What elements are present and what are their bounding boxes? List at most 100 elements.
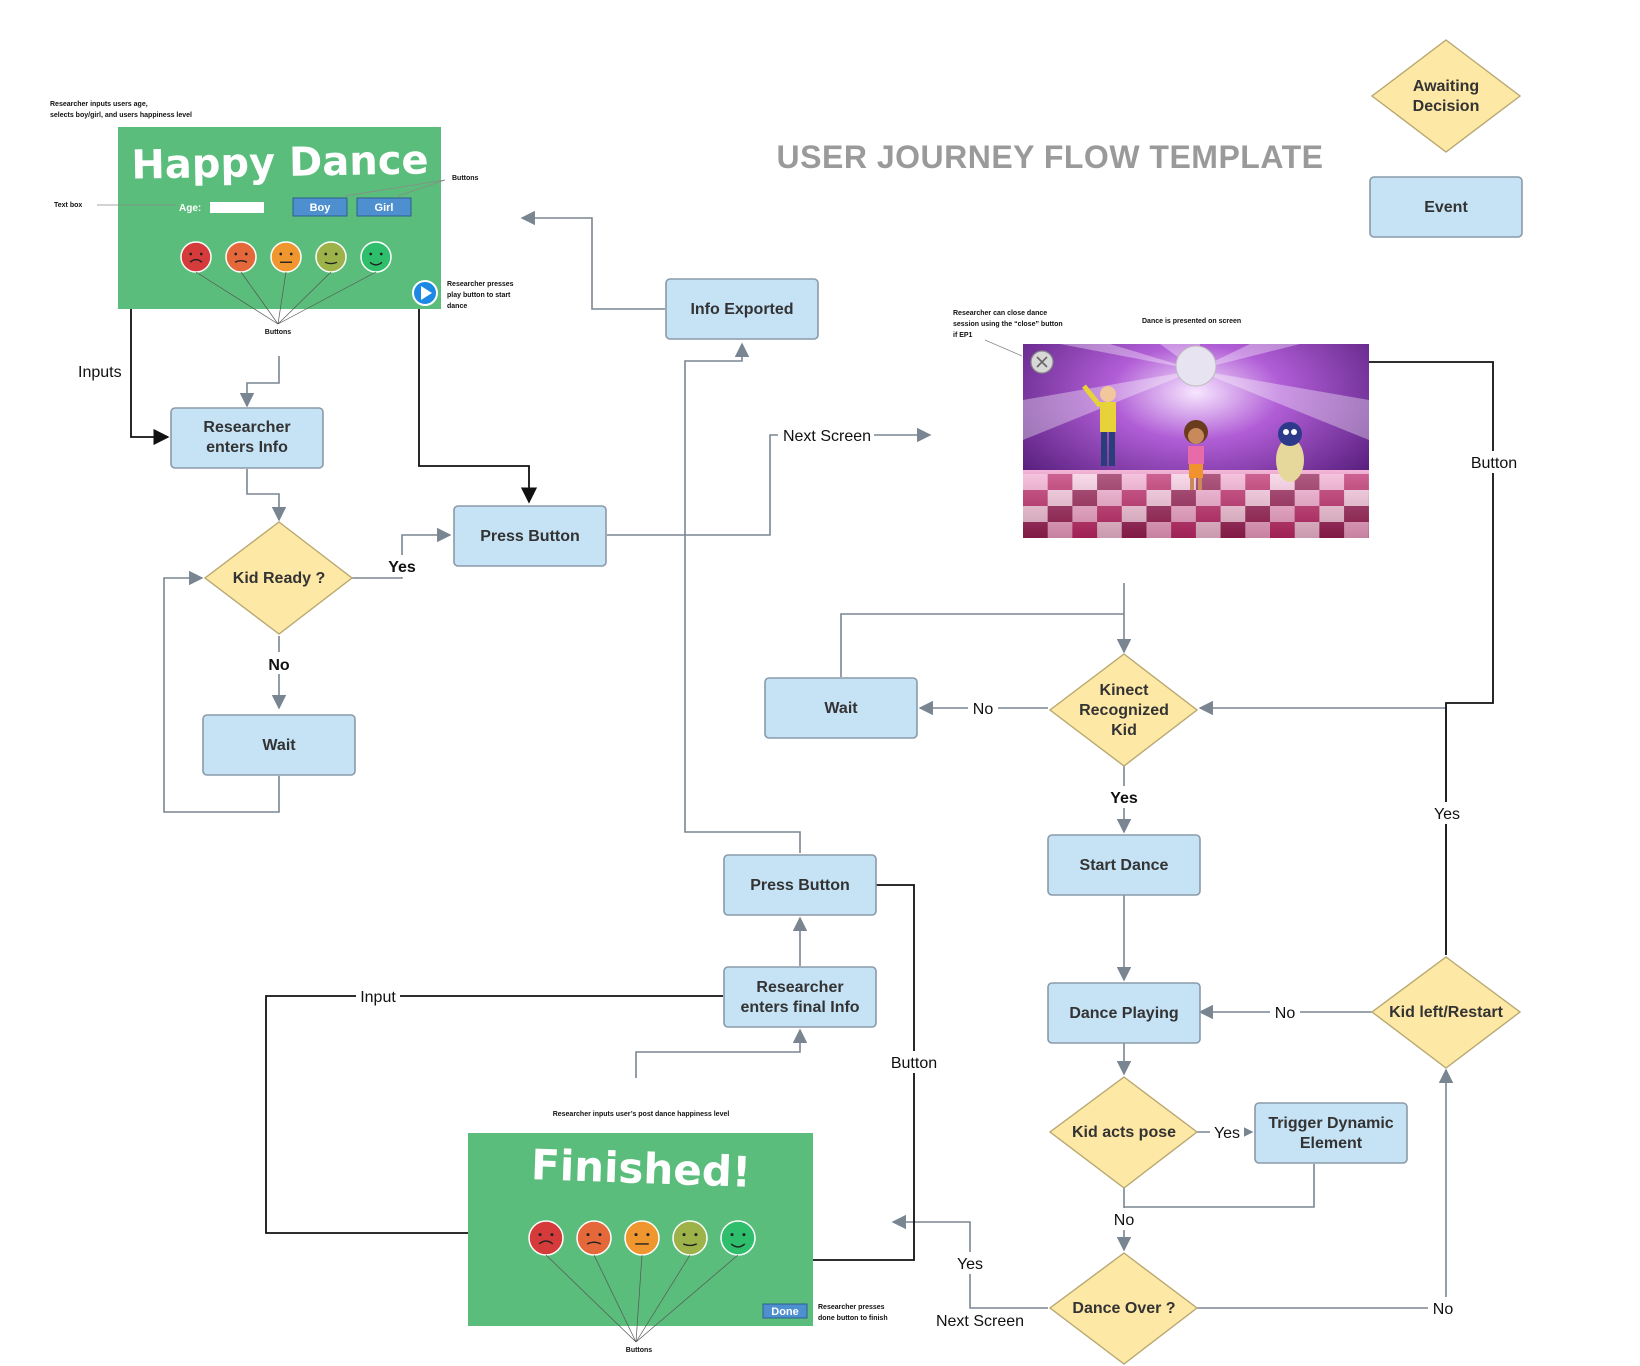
girl-button[interactable]: [356, 197, 412, 217]
age-input[interactable]: [210, 202, 264, 213]
node-info-exported: [665, 278, 819, 340]
node-wait-left-label: Wait: [262, 737, 296, 754]
face-sad-button[interactable]: [576, 1220, 612, 1256]
node-wait-left: [202, 714, 356, 776]
start-note-line1: Researcher inputs users age,: [50, 101, 148, 108]
node-kid-ready: [203, 521, 354, 635]
text-box-note: Text box: [54, 202, 82, 209]
label-next-screen-bottom: Next Screen: [936, 1313, 1024, 1330]
face-pointer-lines-start: [195, 271, 377, 325]
node-kid-ready-label: Kid Ready ?: [233, 570, 325, 587]
label-input-bottom: Input: [360, 989, 396, 1006]
edge-press-to-exported: [684, 342, 801, 853]
dance-note: Dance is presented on screen: [1142, 318, 1241, 325]
label-yes-over: Yes: [957, 1256, 983, 1273]
label-no-over: No: [1433, 1301, 1454, 1318]
label-yes-ready: Yes: [388, 559, 416, 576]
play-note-line2: play button to start: [447, 292, 511, 299]
node-start-dance-label: Start Dance: [1080, 857, 1169, 874]
node-wait-right-label: Wait: [824, 700, 858, 717]
disco-ball: [1175, 345, 1217, 387]
node-researcher-enters-info: [170, 407, 324, 469]
buttons-note-top: Buttons: [452, 175, 479, 182]
edge-screen-to-researcher: [239, 356, 280, 408]
boy-button[interactable]: [292, 197, 348, 217]
buttons-note-faces: Buttons: [265, 329, 292, 336]
face-happy-button[interactable]: [315, 241, 347, 273]
dancer-left: [1082, 384, 1116, 466]
face-happy-button[interactable]: [672, 1220, 708, 1256]
edge-labels: Inputs Yes No Next Screen No Yes Button …: [78, 364, 1522, 1330]
label-yes-kinect: Yes: [1110, 790, 1138, 807]
done-button[interactable]: [762, 1303, 808, 1319]
start-note-line2: selects boy/girl, and users happiness le…: [50, 112, 192, 119]
face-neutral-button[interactable]: [270, 241, 302, 273]
label-no-restart: No: [1275, 1005, 1296, 1022]
face-very-sad-button[interactable]: [528, 1220, 564, 1256]
label-button-bottom: Button: [891, 1055, 937, 1072]
face-neutral-button[interactable]: [624, 1220, 660, 1256]
edge-wait-right-loop: [840, 613, 1124, 677]
node-press-button-top-label: Press Button: [480, 528, 580, 545]
face-sad-button[interactable]: [225, 241, 257, 273]
node-researcher-final-info: [723, 966, 877, 1028]
node-press-button-bottom: [723, 854, 877, 916]
node-press-button-top: [453, 505, 607, 567]
done-note-line1: Researcher presses: [818, 1304, 885, 1311]
node-dance-over: [1048, 1252, 1199, 1365]
legend-event-label: Event: [1424, 199, 1468, 216]
dancer-center: [1184, 420, 1208, 490]
node-kid-left-restart-label: Kid left/Restart: [1389, 1004, 1503, 1021]
node-kid-acts-pose-label: Kid acts pose: [1072, 1124, 1176, 1141]
close-icon: [1036, 356, 1048, 368]
floor-tiles: [1023, 474, 1369, 538]
label-no-pose: No: [1114, 1212, 1135, 1229]
girl-button-label: Girl: [375, 202, 394, 214]
node-dance-playing: [1047, 982, 1201, 1044]
node-dance-over-label: Dance Over ?: [1072, 1300, 1175, 1317]
label-yes-pose: Yes: [1214, 1125, 1240, 1142]
face-very-happy-button[interactable]: [720, 1220, 756, 1256]
label-inputs: Inputs: [78, 364, 122, 381]
node-trigger-dynamic: [1254, 1102, 1408, 1164]
finish-note: Researcher inputs user’s post dance happ…: [553, 1111, 730, 1118]
start-screen: Researcher inputs users age, selects boy…: [50, 101, 514, 336]
label-next-screen-top: Next Screen: [783, 428, 871, 445]
play-icon: [421, 286, 432, 300]
age-label: Age:: [179, 203, 201, 214]
legend-decision-shape: [1370, 39, 1522, 153]
edge-finish-to-final: [635, 1028, 808, 1078]
node-start-dance: [1047, 834, 1201, 896]
face-very-sad-button[interactable]: [180, 241, 212, 273]
node-dance-playing-label: Dance Playing: [1069, 1005, 1178, 1022]
label-button-right: Button: [1471, 455, 1517, 472]
start-screen-title: Happy Dance: [131, 137, 429, 188]
label-no-kinect: No: [973, 701, 994, 718]
happiness-faces-finish: [528, 1220, 756, 1256]
edge-info-exported: [520, 210, 665, 310]
close-note-line2: session using the “close” button: [953, 321, 1063, 328]
done-note-line2: done button to finish: [818, 1315, 888, 1322]
finish-screen: Researcher inputs user’s post dance happ…: [468, 1111, 888, 1354]
dance-screen: Researcher can close dance session using…: [953, 310, 1369, 538]
face-pointer-lines-finish: [545, 1254, 739, 1343]
label-no-ready: No: [268, 657, 290, 674]
face-very-happy-button[interactable]: [360, 241, 392, 273]
done-button-label: Done: [771, 1306, 799, 1318]
diagram-title: USER JOURNEY FLOW TEMPLATE: [777, 139, 1324, 175]
edge-trigger-back: [1124, 1164, 1315, 1208]
close-note-line3: if EP1: [953, 332, 973, 339]
edge-restart-yes: [1198, 700, 1447, 955]
node-wait-right: [764, 677, 918, 739]
boy-button-label: Boy: [310, 202, 332, 214]
edge-next-screen-top: [607, 427, 932, 536]
finish-screen-title: Finished!: [530, 1140, 752, 1197]
buttons-note-finish: Buttons: [626, 1347, 653, 1354]
edge-researcher-to-kidready: [246, 469, 287, 522]
